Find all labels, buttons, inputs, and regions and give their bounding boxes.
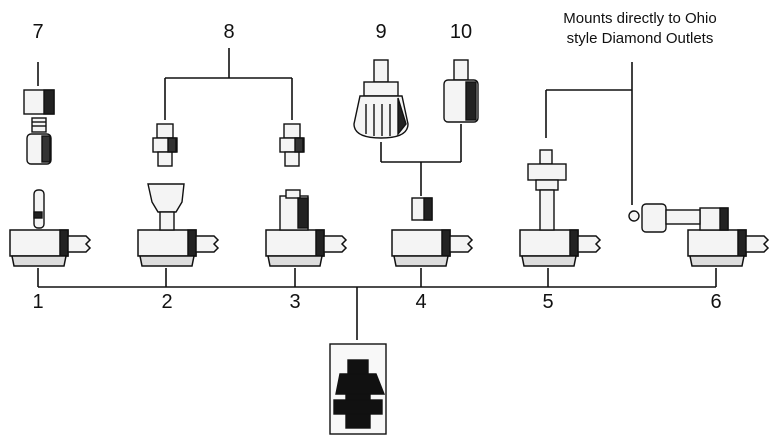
- label-4: 4: [415, 291, 427, 313]
- label-8: 8: [223, 21, 235, 43]
- label-9: 9: [375, 21, 387, 43]
- label-5: 5: [542, 291, 554, 313]
- base-unit-4: [391, 229, 474, 267]
- note-line-1: Mounts directly to Ohio: [563, 10, 717, 27]
- label-7: 7: [32, 21, 44, 43]
- item-8-fittings: [152, 123, 305, 167]
- packaged-fitting: [329, 343, 387, 435]
- base-unit-1: [9, 229, 92, 267]
- label-10: 10: [449, 21, 473, 43]
- item-9-fitting: [353, 59, 409, 139]
- item-7-fitting: [23, 89, 55, 165]
- label-2: 2: [161, 291, 173, 313]
- note-line-2: style Diamond Outlets: [566, 30, 714, 47]
- base-unit-3: [265, 229, 348, 267]
- base-tops: [33, 149, 729, 233]
- base-unit-6: [687, 229, 770, 267]
- base-unit-2: [137, 229, 220, 267]
- base-units: [9, 229, 770, 267]
- label-6: 6: [710, 291, 722, 313]
- base-unit-5: [519, 229, 602, 267]
- connector-lines: [37, 48, 717, 340]
- item-10-fitting: [443, 59, 479, 123]
- label-3: 3: [289, 291, 301, 313]
- label-1: 1: [32, 291, 44, 313]
